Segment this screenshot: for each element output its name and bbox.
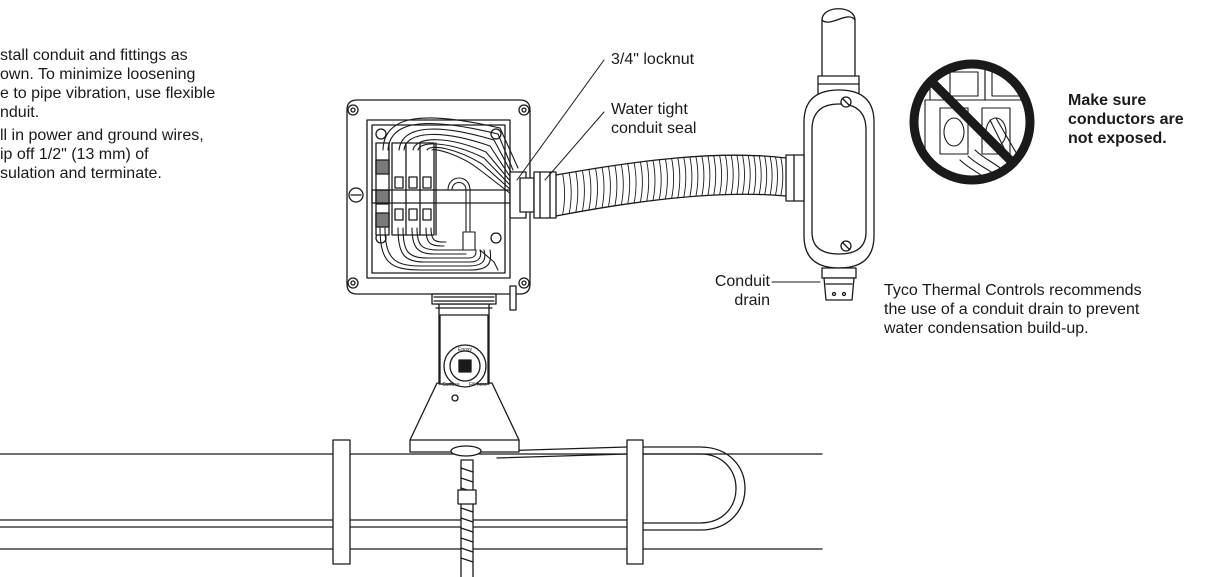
stamp-epoxy: Epoxy bbox=[458, 347, 472, 353]
instruction-step-1: stall conduit and fittings as own. To mi… bbox=[0, 47, 216, 121]
warning-inset bbox=[909, 59, 1035, 185]
junction-box bbox=[346, 99, 531, 295]
vertical-conduit bbox=[817, 8, 860, 95]
epoxy-stamp: Epoxy Fill here Surface bbox=[442, 344, 487, 388]
threaded-cable bbox=[457, 459, 477, 577]
recommendation-text: Tyco Thermal Controls recommends the use… bbox=[884, 282, 1142, 337]
locknut-label: 3/4" locknut bbox=[611, 51, 695, 68]
conduit-body bbox=[785, 89, 875, 269]
heating-cable bbox=[459, 446, 746, 531]
conduit-seal bbox=[509, 171, 557, 219]
conduit-drain bbox=[821, 267, 857, 301]
no-symbol-icon bbox=[909, 59, 1035, 185]
pipe-strap-right bbox=[626, 439, 644, 565]
conduit-seal-label: Water tight conduit seal bbox=[611, 101, 697, 137]
flexible-conduit bbox=[555, 154, 787, 217]
box-bottom-gland bbox=[431, 285, 517, 311]
leader-lines bbox=[516, 59, 821, 283]
pipe-strap-left bbox=[332, 439, 351, 565]
instruction-step-2: ll in power and ground wires, ip off 1/2… bbox=[0, 127, 204, 182]
warning-text: Make sure conductors are not exposed. bbox=[1068, 92, 1184, 147]
pipe-mount-base bbox=[409, 382, 520, 457]
terminal-block bbox=[371, 142, 513, 236]
pipe bbox=[0, 453, 823, 550]
stamp-fill-here: Fill here bbox=[469, 382, 487, 388]
stamp-surface: Surface bbox=[442, 382, 459, 388]
internal-wiring bbox=[379, 117, 519, 271]
conduit-drain-label: Conduit drain bbox=[714, 273, 770, 309]
